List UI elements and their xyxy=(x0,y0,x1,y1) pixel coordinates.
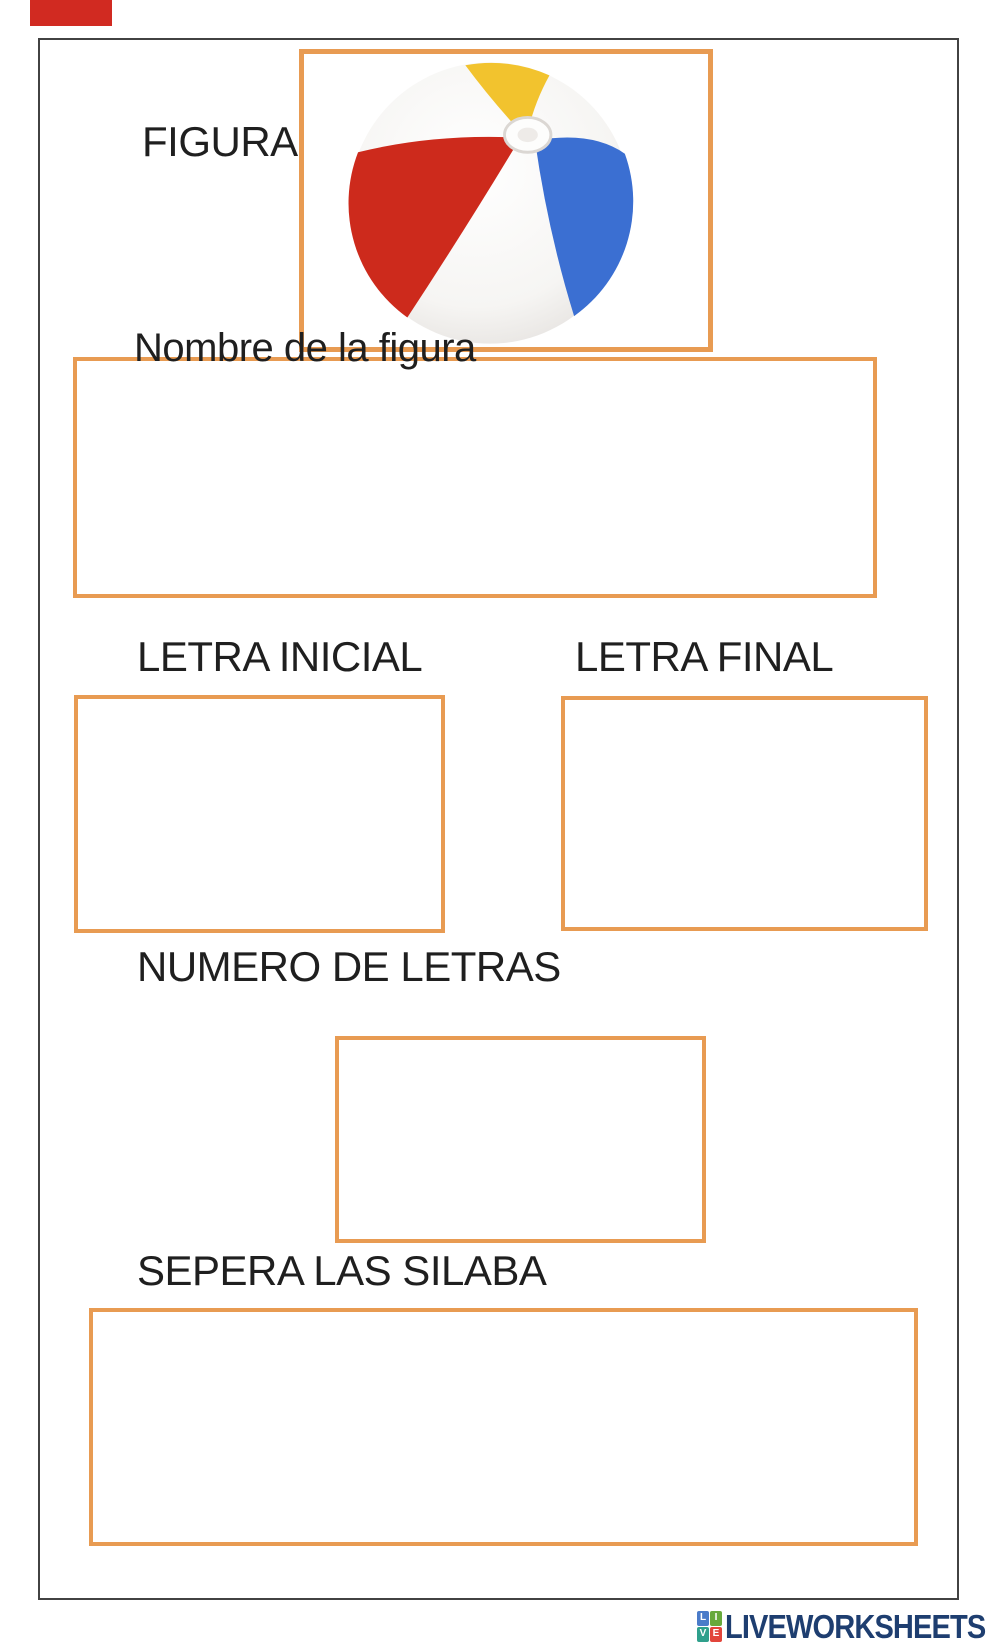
tile-letter-e: E xyxy=(710,1626,722,1642)
answer-box-letra-inicial[interactable] xyxy=(74,695,445,933)
numero-de-letras-label: NUMERO DE LETRAS xyxy=(137,943,561,990)
tile-letter-i: I xyxy=(710,1610,722,1626)
figure-image-box xyxy=(299,49,713,352)
answer-box-letra-final[interactable] xyxy=(561,696,928,931)
tile-letter-v: V xyxy=(697,1626,709,1642)
liveworksheets-tiles-icon: L I V E xyxy=(697,1610,722,1642)
page-border-frame xyxy=(38,38,959,1600)
figura-label: FIGURA xyxy=(142,118,298,165)
liveworksheets-logo[interactable]: L I V E LIVEWORKSHEETS xyxy=(697,1609,1000,1643)
liveworksheets-wordmark: LIVEWORKSHEETS xyxy=(725,1607,986,1643)
nombre-de-la-figura-label: Nombre de la figura xyxy=(134,326,476,370)
separa-las-silabas-label: SEPERA LAS SILABA xyxy=(137,1247,547,1294)
letra-inicial-label: LETRA INICIAL xyxy=(137,633,423,680)
answer-box-silabas[interactable] xyxy=(89,1308,918,1546)
tile-letter-l: L xyxy=(697,1610,709,1626)
answer-box-numero-de-letras[interactable] xyxy=(335,1036,706,1243)
beach-ball-image xyxy=(348,62,634,344)
letra-final-label: LETRA FINAL xyxy=(575,633,834,680)
red-corner-marker xyxy=(30,0,112,26)
answer-box-nombre[interactable] xyxy=(73,357,877,598)
